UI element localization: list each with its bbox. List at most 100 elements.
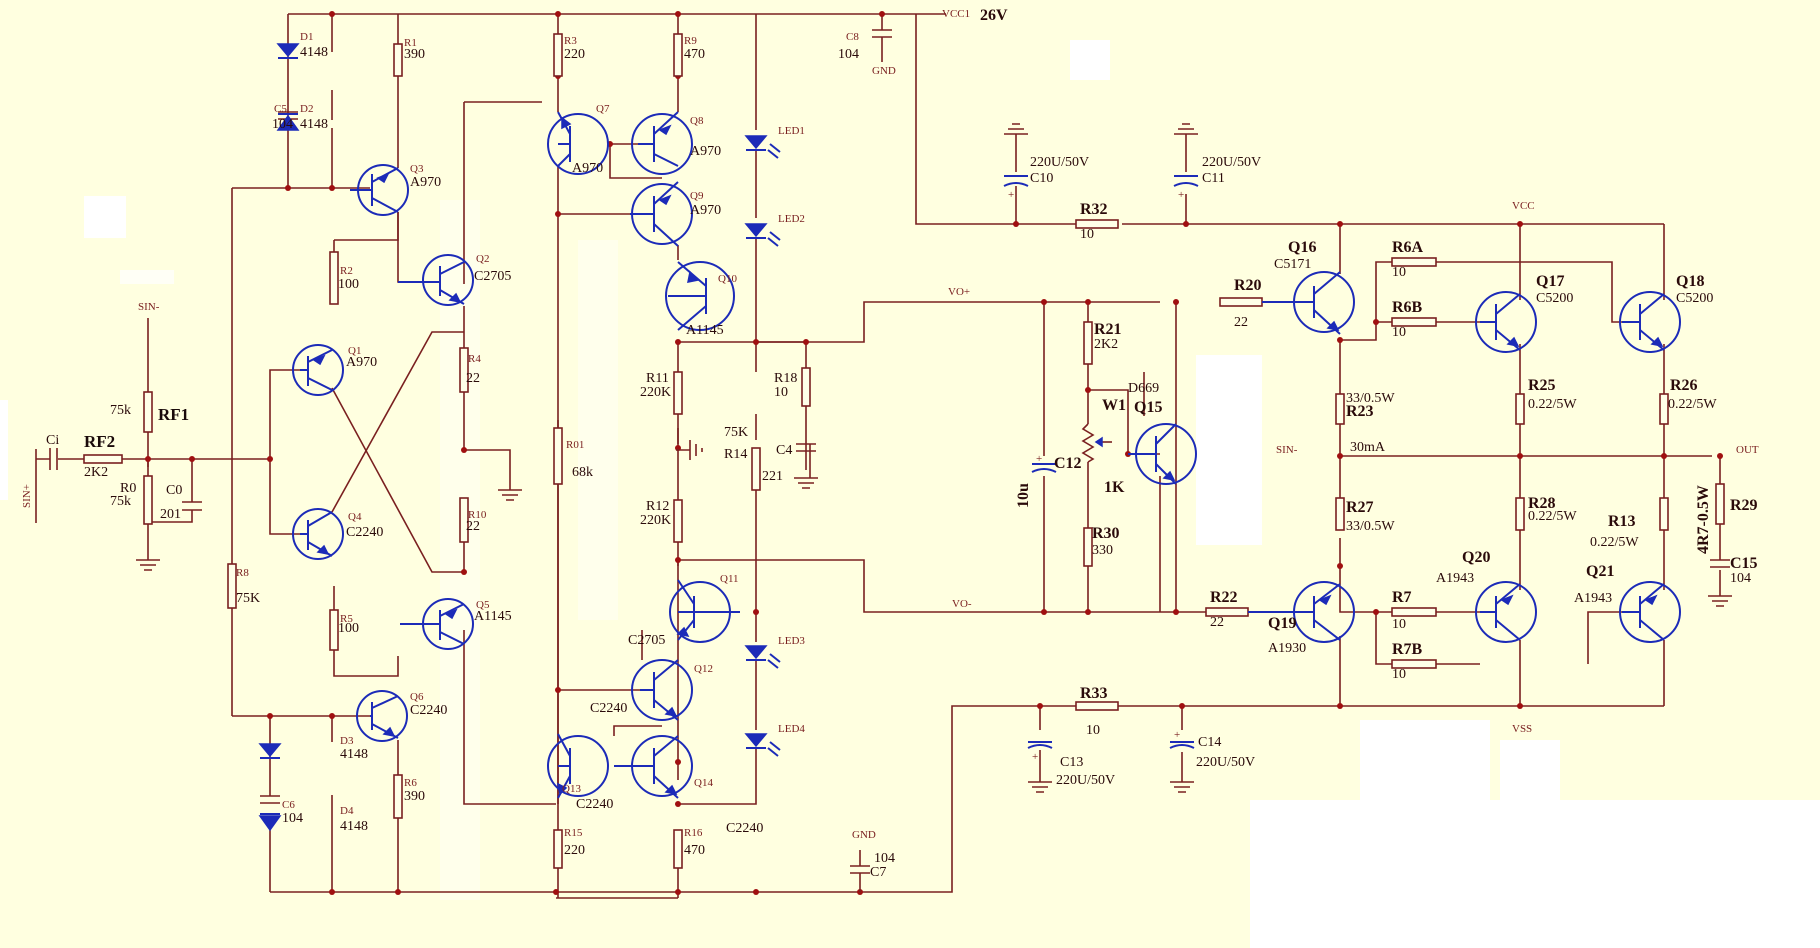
r7b-value: 10 xyxy=(1392,667,1406,682)
r6a-label: R6A xyxy=(1392,239,1424,256)
ground-symbol xyxy=(676,440,703,460)
resistor-r18 xyxy=(801,367,811,407)
q3-value: A970 xyxy=(410,175,441,190)
transistor-q13 xyxy=(547,733,609,799)
d3-label: D3 xyxy=(340,735,354,747)
c13-label: C13 xyxy=(1060,755,1083,770)
resistor-r1 xyxy=(393,43,403,77)
ground-symbol xyxy=(1174,123,1198,135)
r33-label: R33 xyxy=(1080,685,1108,702)
net-label-sin-minus-2: SIN- xyxy=(1276,444,1298,456)
q11-value: C2705 xyxy=(628,633,665,648)
d4-value: 4148 xyxy=(340,819,368,834)
r15-label: R15 xyxy=(564,827,583,839)
diodes xyxy=(258,43,781,832)
r15-value: 220 xyxy=(564,843,585,858)
net-label-vcc1: VCC1 xyxy=(942,8,970,20)
q12-value: C2240 xyxy=(590,701,627,716)
r20-label: R20 xyxy=(1234,277,1262,294)
resistor-r9 xyxy=(673,33,683,77)
transistor-q12 xyxy=(631,659,693,721)
r6a-value: 10 xyxy=(1392,265,1406,280)
r22-label: R22 xyxy=(1210,589,1238,606)
capacitor-c13: + xyxy=(1027,741,1053,763)
r18-value: 10 xyxy=(774,385,788,400)
svg-text:+: + xyxy=(1036,453,1042,465)
q12-label: Q12 xyxy=(694,663,713,675)
c15-label: C15 xyxy=(1730,555,1758,572)
r5-label: R5 xyxy=(340,613,353,625)
r26-value: 0.22/5W xyxy=(1668,397,1717,412)
d3-value: 4148 xyxy=(340,747,368,762)
resistor-r01 xyxy=(553,427,563,485)
resistor-r23 xyxy=(1335,393,1345,425)
transistor-q11 xyxy=(669,579,740,643)
q6-value: C2240 xyxy=(410,703,447,718)
resistor-r28 xyxy=(1515,497,1525,531)
capacitor-c0 xyxy=(182,501,202,511)
resistor-r3 xyxy=(553,33,563,77)
r28-value: 0.22/5W xyxy=(1528,509,1577,524)
potentiometer-w1 xyxy=(1081,423,1112,463)
transistor-q10 xyxy=(665,261,735,331)
net-label-gnd-2: GND xyxy=(852,829,876,841)
net-label-vcc: VCC xyxy=(1512,200,1535,212)
r4-label: R4 xyxy=(468,353,481,365)
r11-label: R11 xyxy=(646,371,669,386)
q5-value: A1145 xyxy=(474,609,512,624)
r13-label: R13 xyxy=(1608,513,1636,530)
q19-value: A1930 xyxy=(1268,641,1306,656)
resistor-r7b xyxy=(1391,659,1437,669)
transistor-q17 xyxy=(1475,291,1537,353)
c5-label: C5 xyxy=(274,103,287,115)
svg-text:+: + xyxy=(1032,751,1038,763)
q4-value: C2240 xyxy=(346,525,383,540)
ground-symbol xyxy=(1708,595,1732,607)
transistor-q21 xyxy=(1619,581,1681,643)
transistor-q7 xyxy=(547,111,609,175)
labels: VCC1 26V GND VCC VSS GND SIN+ SIN- SIN- … xyxy=(21,7,1759,880)
capacitors: + + + + + xyxy=(49,29,1730,892)
resistor-r21 xyxy=(1083,321,1093,365)
q9-value: A970 xyxy=(690,203,721,218)
resistor-r14 xyxy=(751,447,761,491)
r16-label: R16 xyxy=(684,827,703,839)
transistor-q6 xyxy=(356,690,408,742)
r9-value: 470 xyxy=(684,47,705,62)
net-label-gnd: GND xyxy=(872,65,896,77)
resistor-r6 xyxy=(393,774,403,819)
net-label-vo-plus: VO+ xyxy=(948,286,970,298)
q2-value: C2705 xyxy=(474,269,511,284)
q21-value: A1943 xyxy=(1574,591,1612,606)
resistors xyxy=(83,33,1725,869)
q17-value: C5200 xyxy=(1536,291,1573,306)
d1-label: D1 xyxy=(300,31,313,43)
diode-d3 xyxy=(258,743,282,759)
resistor-r33 xyxy=(1075,701,1119,711)
q9-label: Q9 xyxy=(690,190,704,202)
c6-value: 104 xyxy=(282,811,303,826)
q17-label: Q17 xyxy=(1536,273,1564,290)
led-led2 xyxy=(744,223,781,247)
r6-label: R6 xyxy=(404,777,417,789)
resistor-r0 xyxy=(143,475,153,525)
diode-d4 xyxy=(258,813,282,832)
resistor-r29 xyxy=(1715,483,1725,525)
r2-label: R2 xyxy=(340,265,353,277)
r11-value: 220K xyxy=(640,385,671,400)
c12-label: C12 xyxy=(1054,455,1082,472)
rf1-value: 75k xyxy=(110,403,131,418)
q3-label: Q3 xyxy=(410,163,424,175)
r7b-label: R7B xyxy=(1392,641,1423,658)
q7-label: Q7 xyxy=(596,103,610,115)
ci-label: Ci xyxy=(46,433,59,448)
r16-value: 470 xyxy=(684,843,705,858)
r8-value: 75K xyxy=(236,591,260,606)
transistor-q2 xyxy=(398,254,474,306)
transistors xyxy=(292,111,1681,799)
c5-value: 104 xyxy=(272,117,293,132)
background-patches xyxy=(0,40,1820,948)
q16-label: Q16 xyxy=(1288,239,1316,256)
q18-label: Q18 xyxy=(1676,273,1704,290)
